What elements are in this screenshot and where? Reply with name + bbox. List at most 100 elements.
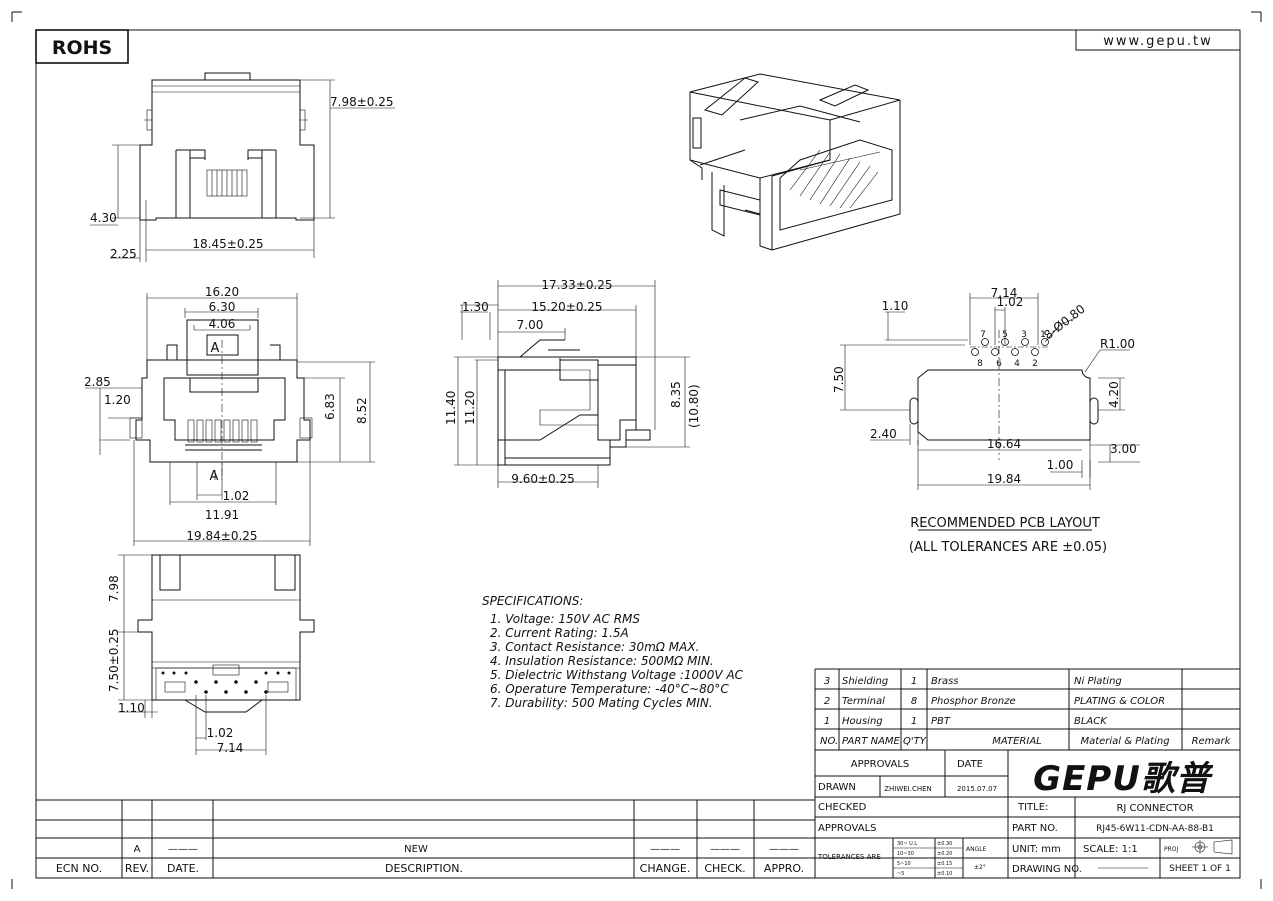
spec-item: 7. Durability: 500 Mating Cycles MIN.: [490, 696, 713, 710]
bottom-dim-7-14: 7.14: [217, 741, 244, 755]
tb-tol-value: ±0.15: [937, 861, 952, 867]
bom-material: Brass: [931, 676, 959, 687]
tb-drawn-date: 2015.07.07: [957, 785, 997, 793]
front-dim-1-20: 1.20: [104, 393, 131, 407]
bom-header-plating: Material & Plating: [1080, 736, 1169, 747]
tb-checked-label: CHECKED: [818, 802, 867, 813]
bom-header-remark: Remark: [1192, 736, 1232, 747]
projection-symbol-icon: [1192, 839, 1233, 855]
tb-tol-value: ±0.30: [937, 841, 952, 847]
rev-header-description: DESCRIPTION.: [385, 862, 463, 875]
front-dim-8-52: 8.52: [355, 397, 369, 424]
bottom-dim-7-50: 7.50±0.25: [107, 629, 121, 693]
tb-approvals-header: APPROVALS: [851, 759, 910, 770]
pcb-dim-16-64: 16.64: [987, 437, 1021, 451]
front-dim-19-84: 19.84±0.25: [186, 529, 257, 543]
rev-header-rev: REV.: [125, 862, 149, 875]
pcb-dim-1-10: 1.10: [882, 299, 909, 313]
pcb-pin-label: 3: [1021, 330, 1027, 340]
tb-tolerances-label: TOLERANCES ARE: [817, 853, 881, 861]
bom-header-material: MATERIAL: [992, 736, 1041, 747]
bom-qty: 1: [911, 716, 917, 727]
side-dim-1-30: 1.30: [462, 300, 489, 314]
tb-tol-range: 30~ U.L: [897, 841, 917, 847]
side-dim-10-80: (10.80): [687, 384, 701, 428]
bom-qty: 1: [911, 676, 917, 687]
pcb-dim-2-40: 2.40: [870, 427, 897, 441]
tb-tol-range: 5~10: [897, 861, 911, 867]
tb-angle-label: ANGLE: [966, 846, 987, 853]
tb-date-header: DATE: [957, 759, 983, 770]
tb-approvals-label: APPROVALS: [818, 823, 877, 834]
side-view: [454, 280, 690, 488]
bom-table: [814, 668, 1240, 878]
top-dim-2-25: 2.25: [110, 247, 137, 261]
pcb-dim-3-00: 3.00: [1110, 442, 1137, 456]
revision-block: [36, 799, 815, 878]
isometric-view: [689, 73, 901, 251]
tb-title-label: TITLE:: [1017, 802, 1048, 813]
front-dim-6-30: 6.30: [209, 300, 236, 314]
tb-proj: PROJ: [1164, 846, 1179, 853]
pcb-pin-label: 8: [977, 359, 983, 369]
spec-item: 1. Voltage: 150V AC RMS: [490, 612, 640, 626]
rev-header-appro: APPRO.: [764, 862, 804, 875]
pcb-pin-numbers: 7 5 3 1 8 6 4 2: [977, 330, 1046, 369]
bottom-dim-7-98: 7.98: [107, 575, 121, 602]
pcb-dim-4-20: 4.20: [1107, 381, 1121, 408]
top-dim-width: 18.45±0.25: [192, 237, 263, 251]
spec-item: 5. Dielectric Withstang Voltage :1000V A…: [490, 668, 744, 682]
front-view: [85, 293, 375, 546]
tb-title-value: RJ CONNECTOR: [1116, 803, 1193, 814]
front-dim-6-83: 6.83: [323, 393, 337, 420]
pcb-pin-label: 4: [1014, 359, 1020, 369]
front-dim-16-20: 16.20: [205, 285, 239, 299]
front-section-a-bottom: A: [210, 469, 219, 484]
pcb-layout-subtitle: (ALL TOLERANCES ARE ±0.05): [909, 540, 1107, 555]
bom-qty: 8: [911, 696, 917, 707]
side-dim-9-60: 9.60±0.25: [511, 472, 575, 486]
website-label: www.gepu.tw: [1103, 34, 1212, 49]
side-dim-7-00: 7.00: [517, 318, 544, 332]
tb-unit: UNIT: mm: [1012, 844, 1061, 855]
specs-title: SPECIFICATIONS:: [482, 594, 583, 608]
pcb-dim-7-14: 7.14: [991, 286, 1018, 300]
website-box: [1075, 29, 1241, 51]
bom-plating: Ni Plating: [1074, 676, 1122, 687]
pcb-dim-1-00: 1.00: [1047, 458, 1074, 472]
tb-scale: SCALE: 1:1: [1083, 844, 1138, 855]
spec-item: 4. Insulation Resistance: 500MΩ MIN.: [490, 654, 714, 668]
side-dim-11-40: 11.40: [444, 391, 458, 425]
pcb-pin-label: 7: [980, 330, 986, 340]
bom-part: Terminal: [842, 696, 885, 707]
spec-item: 2. Current Rating: 1.5A: [490, 626, 629, 640]
bom-no: 1: [824, 716, 830, 727]
bom-header-qty: Q'TY: [903, 736, 927, 747]
bom-plating: BLACK: [1074, 716, 1108, 727]
side-dim-11-20: 11.20: [463, 391, 477, 425]
pcb-pin-label: 1: [1040, 330, 1046, 340]
spec-item: 6. Operature Temperature: -40°C~80°C: [490, 682, 729, 696]
bom-part: Shielding: [842, 676, 888, 687]
corner-marks: [11, 11, 1262, 889]
bom-material: Phosphor Bronze: [931, 696, 1016, 707]
pcb-dim-19-84: 19.84: [987, 472, 1021, 486]
tb-angle-value: ±2°: [974, 864, 986, 871]
side-dim-8-35: 8.35: [669, 381, 683, 408]
title-block: [815, 750, 1240, 878]
bom-part: Housing: [842, 716, 883, 727]
tb-tol-value: ±0.20: [937, 851, 952, 857]
bottom-view: [118, 554, 315, 755]
top-dim-height: 7.98±0.25: [330, 95, 394, 109]
rev-value: A: [134, 844, 141, 855]
rev-header-check: CHECK.: [704, 862, 745, 875]
rev-check-dash: ———: [710, 844, 740, 855]
bottom-dim-1-10: 1.10: [118, 701, 145, 715]
rohs-label: ROHS: [52, 37, 112, 59]
tb-drawn-label: DRAWN: [818, 782, 856, 793]
rev-date-dash: ———: [168, 844, 198, 855]
side-dim-17-33: 17.33±0.25: [541, 278, 612, 292]
pcb-pin-label: 6: [996, 359, 1002, 369]
rohs-box: [35, 29, 129, 64]
